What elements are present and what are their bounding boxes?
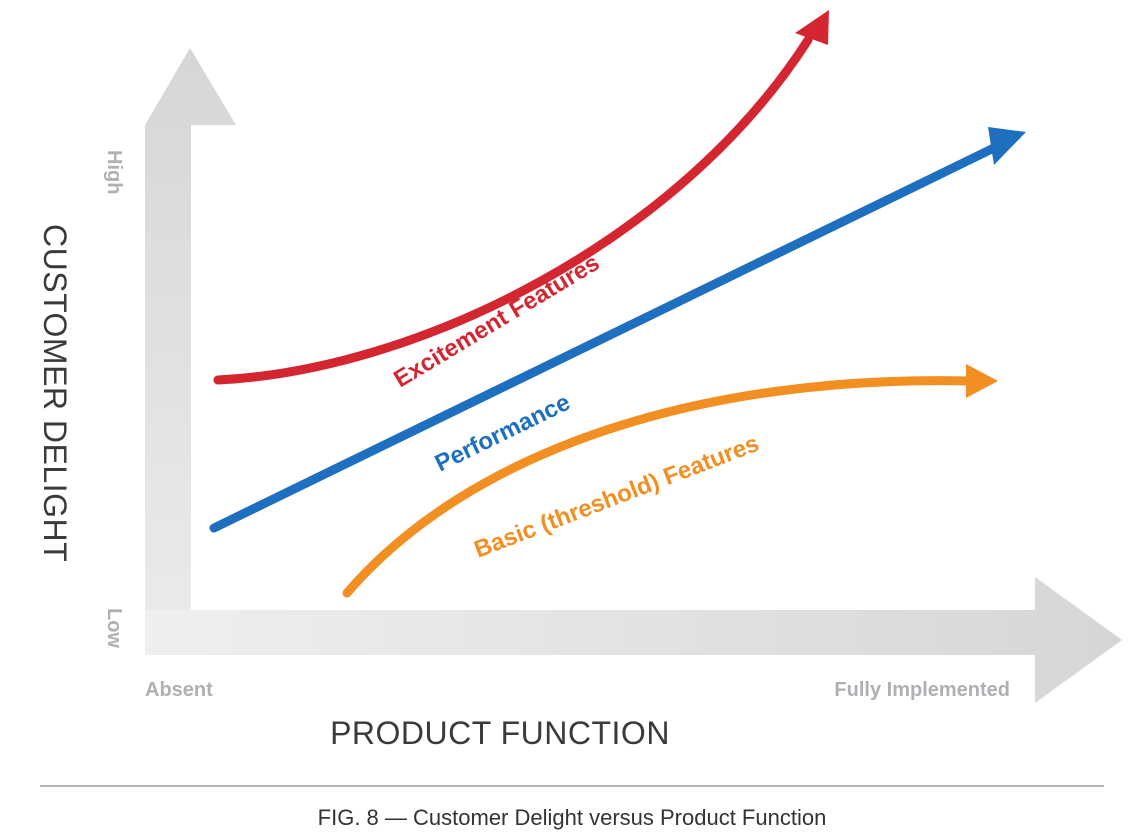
excitement-label: Excitement Features <box>389 249 604 393</box>
x-end-label: Fully Implemented <box>834 679 1010 701</box>
y-axis-arrow <box>145 48 236 610</box>
basic-label: Basic (threshold) Features <box>470 430 762 564</box>
performance-label: Performance <box>431 389 575 478</box>
excitement-curve <box>213 35 813 385</box>
x-axis-arrow <box>145 577 1122 703</box>
figure-caption: FIG. 8 — Customer Delight versus Product… <box>318 805 827 830</box>
basic-curve <box>342 376 973 598</box>
y-axis-title: CUSTOMER DELIGHT <box>37 224 73 562</box>
basic-arrowhead <box>966 364 998 398</box>
y-low-label: Low <box>103 608 125 648</box>
excitement-arrowhead <box>795 10 829 45</box>
x-start-label: Absent <box>145 679 213 701</box>
y-high-label: High <box>103 150 125 194</box>
x-axis-title: PRODUCT FUNCTION <box>330 715 670 751</box>
performance-arrowhead <box>988 127 1026 165</box>
performance-curve <box>209 140 1005 533</box>
